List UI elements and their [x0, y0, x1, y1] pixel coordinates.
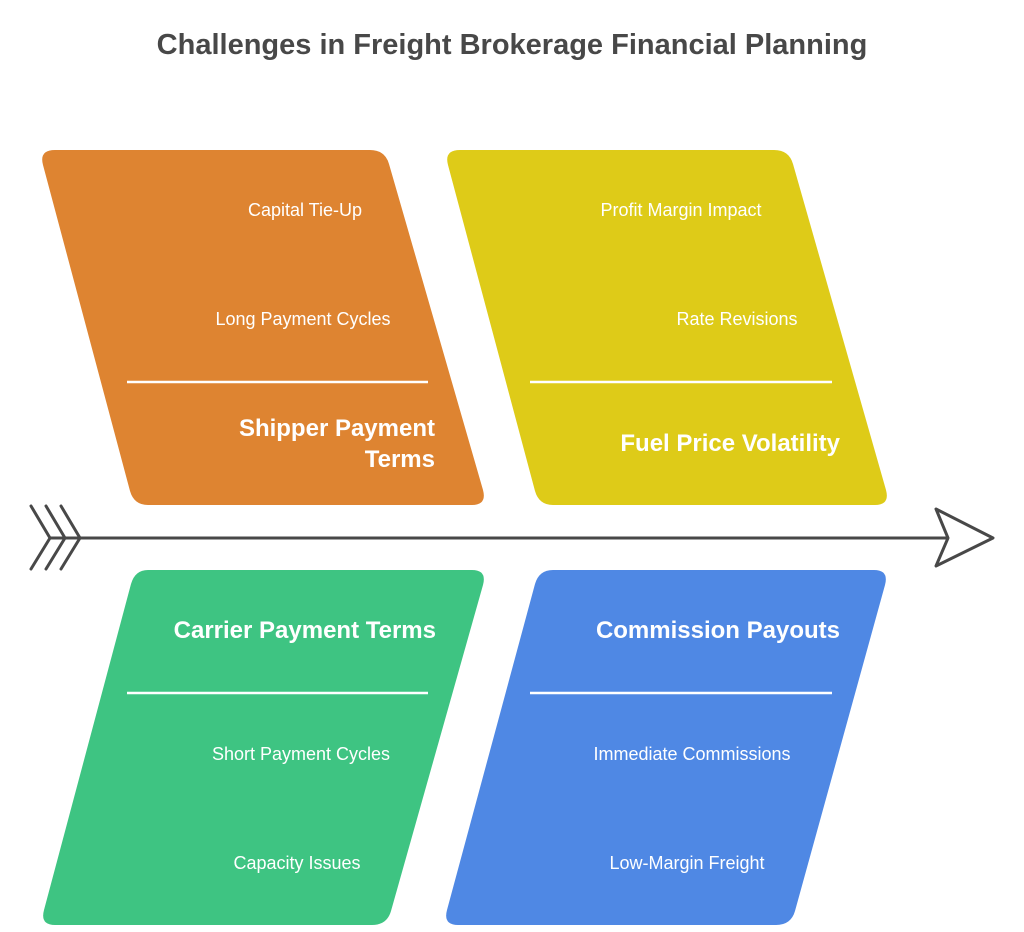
- carrier-panel: [43, 570, 484, 925]
- shipper-cause-1: Capital Tie-Up: [247, 200, 363, 220]
- commission-cause-2: Low-Margin Freight: [609, 853, 765, 873]
- fuel-panel: [447, 150, 887, 505]
- shipper-panel: [42, 150, 484, 505]
- arrow-head-icon: [934, 507, 995, 568]
- carrier-cause-1: Short Payment Cycles: [211, 744, 391, 764]
- commission-title: Commission Payouts: [595, 617, 840, 644]
- fuel-cause-1: Profit Margin Impact: [600, 200, 762, 220]
- commission-cause-1: Immediate Commissions: [593, 744, 791, 764]
- shipper-title: Shipper Payment Terms: [238, 415, 435, 473]
- diagram-title: Challenges in Freight Brokerage Financia…: [156, 29, 868, 61]
- shipper-cause-2: Long Payment Cycles: [215, 309, 391, 329]
- fuel-cause-2: Rate Revisions: [676, 309, 798, 329]
- carrier-title: Carrier Payment Terms: [173, 617, 436, 644]
- fuel-title: Fuel Price Volatility: [620, 430, 840, 457]
- carrier-cause-2: Capacity Issues: [233, 853, 361, 873]
- commission-panel: [446, 570, 886, 925]
